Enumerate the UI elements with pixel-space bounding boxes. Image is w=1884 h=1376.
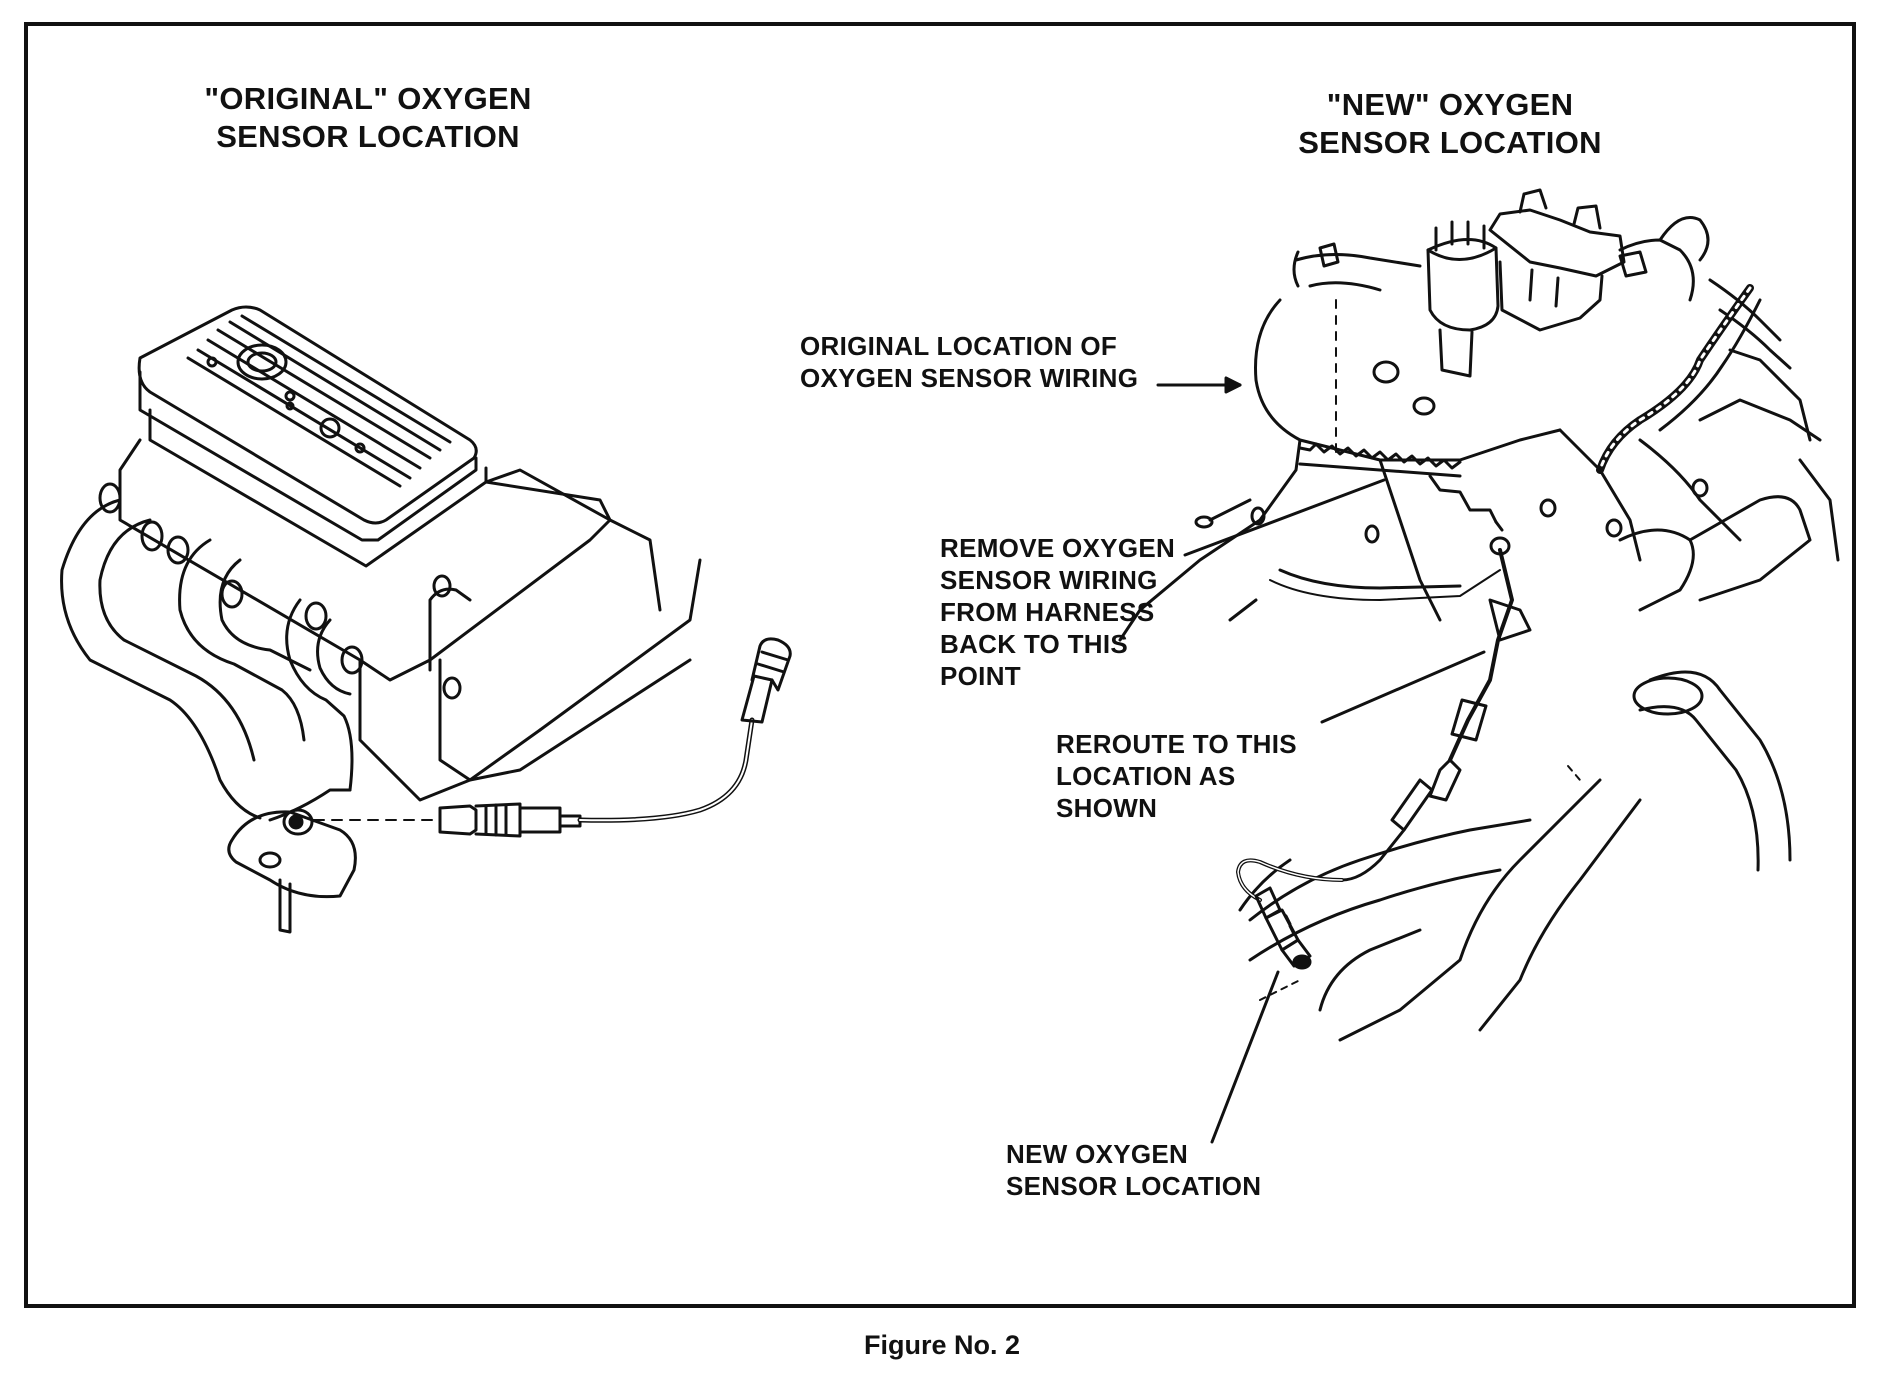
callout-remove-wiring-line2: SENSOR WIRING [940,565,1158,595]
callout-original-wiring-line1: ORIGINAL LOCATION OF [800,331,1118,361]
right-engine-illustration [1118,188,1840,1042]
callout-new-location-line1: NEW OXYGEN [1006,1139,1189,1169]
callout-remove-wiring-line5: POINT [940,661,1021,691]
figure-caption: Figure No. 2 [863,1330,1020,1360]
callout-new-location: NEW OXYGEN SENSOR LOCATION [1006,1138,1261,1202]
callout-remove-wiring-line4: BACK TO THIS [940,629,1129,659]
callout-original-wiring-line2: OXYGEN SENSOR WIRING [800,363,1139,393]
callout-reroute-line3: SHOWN [1056,793,1158,823]
left-panel-title-line2: SENSOR LOCATION [216,119,520,154]
callout-reroute-line1: REROUTE TO THIS [1056,729,1297,759]
figure-frame [24,22,1856,1308]
right-panel-title: "NEW" OXYGEN SENSOR LOCATION [1270,86,1630,162]
callout-original-wiring: ORIGINAL LOCATION OF OXYGEN SENSOR WIRIN… [800,330,1138,394]
callout-remove-wiring: REMOVE OXYGEN SENSOR WIRING FROM HARNESS… [940,532,1175,692]
right-panel-title-line1: "NEW" OXYGEN [1326,87,1574,122]
callout-leaders [1156,376,1486,1144]
callout-reroute-line2: LOCATION AS [1056,761,1236,791]
right-panel-title-line2: SENSOR LOCATION [1298,125,1602,160]
callout-reroute: REROUTE TO THIS LOCATION AS SHOWN [1056,728,1297,824]
callout-remove-wiring-line3: FROM HARNESS [940,597,1155,627]
callout-remove-wiring-line1: REMOVE OXYGEN [940,533,1176,563]
left-panel-title-line1: "ORIGINAL" OXYGEN [204,81,532,116]
left-panel-title: "ORIGINAL" OXYGEN SENSOR LOCATION [188,80,548,156]
left-engine-illustration [60,305,792,934]
callout-new-location-line2: SENSOR LOCATION [1006,1171,1262,1201]
